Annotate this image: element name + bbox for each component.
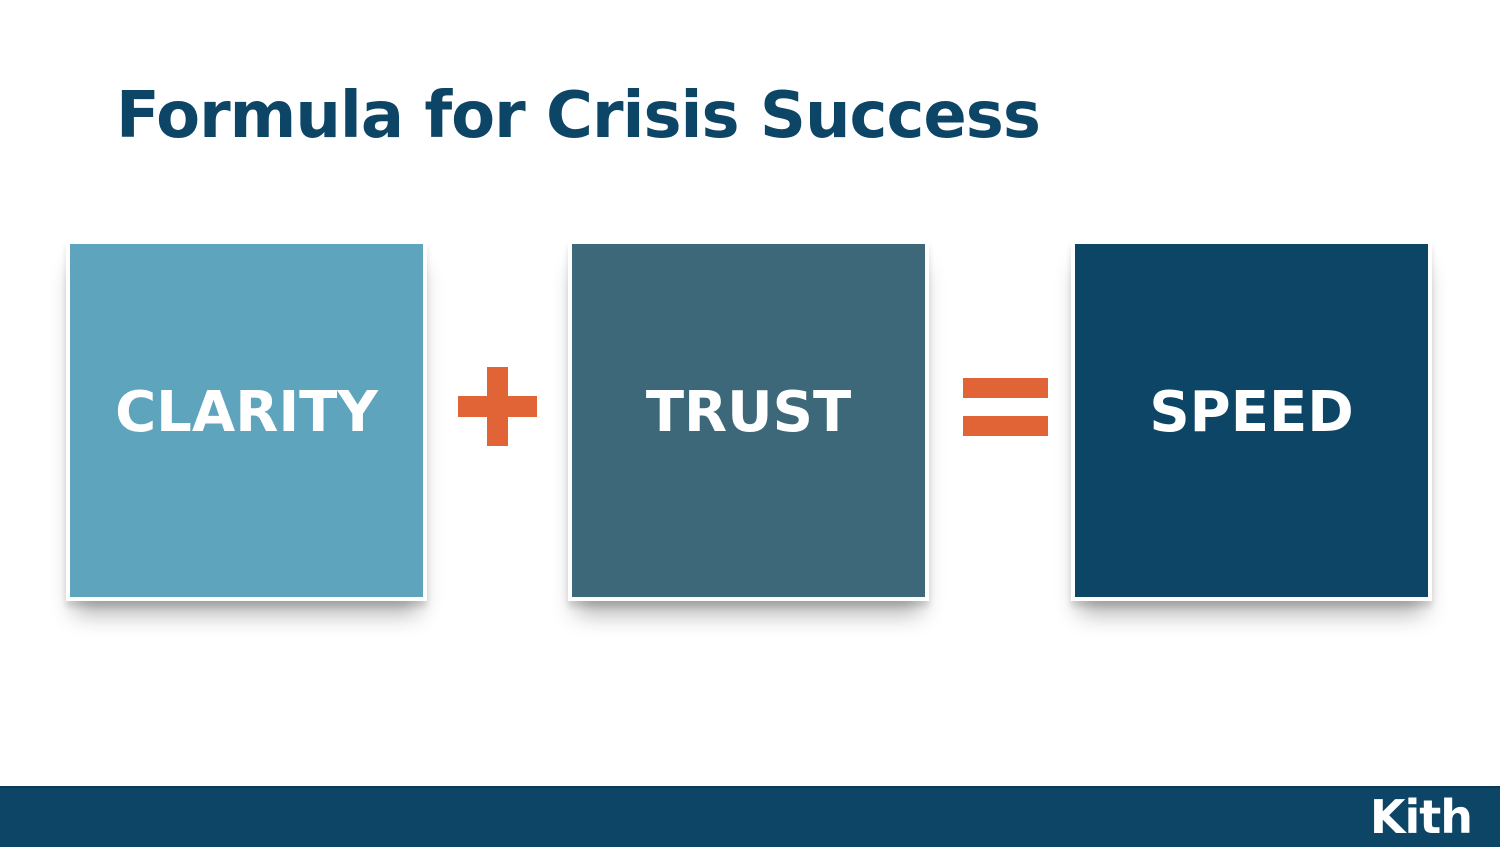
kith-logo: Kith (1369, 790, 1473, 844)
equals-icon (963, 378, 1048, 436)
trust-label: TRUST (645, 380, 852, 445)
clarity-box: CLARITY (66, 240, 427, 601)
speed-box: SPEED (1071, 240, 1432, 601)
speed-label: SPEED (1149, 380, 1354, 445)
trust-box: TRUST (568, 240, 929, 601)
equals-bottom-bar (963, 416, 1048, 436)
footer-bar: Kith (0, 786, 1500, 847)
clarity-label: CLARITY (115, 380, 378, 445)
slide-title: Formula for Crisis Success (116, 79, 1041, 153)
plus-icon (458, 367, 537, 446)
plus-vertical-bar (487, 367, 508, 446)
equals-top-bar (963, 378, 1048, 398)
